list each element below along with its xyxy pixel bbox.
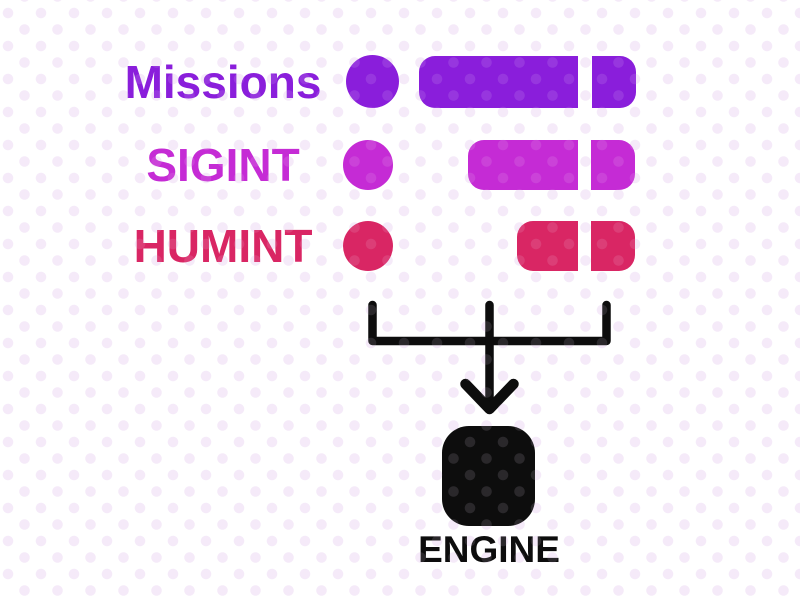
missions-bar — [419, 56, 578, 108]
merge-arrow-icon — [368, 300, 611, 415]
humint-label: HUMINT — [133, 220, 313, 272]
missions-node-circle — [346, 55, 399, 108]
humint-bar-cap — [591, 221, 635, 271]
missions-bar-cap — [592, 56, 636, 108]
humint-node-circle — [343, 221, 393, 271]
humint-bar — [517, 221, 578, 271]
missions-label: Missions — [124, 56, 322, 108]
sigint-label: SIGINT — [146, 139, 300, 191]
sigint-bar-cap — [591, 140, 635, 190]
sigint-node-circle — [343, 140, 393, 190]
engine-block — [442, 426, 535, 526]
engine-label: ENGINE — [418, 529, 560, 570]
sigint-bar — [468, 140, 578, 190]
